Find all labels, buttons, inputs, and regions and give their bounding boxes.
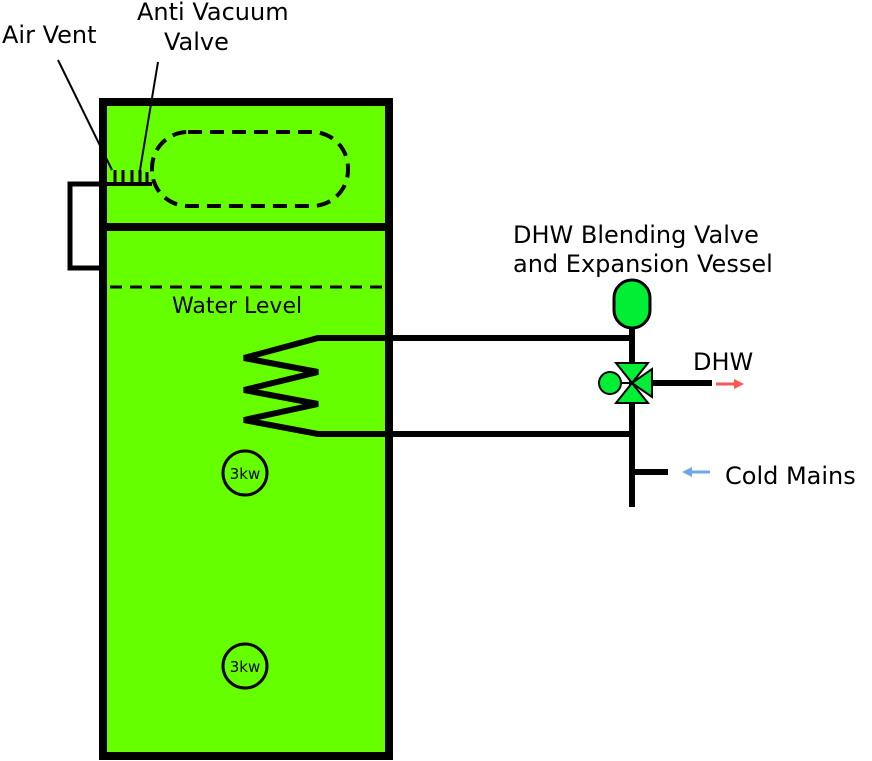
air-vent-valve — [113, 170, 125, 184]
dhw-label: DHW — [693, 348, 753, 376]
blending-valve-label-line2: and Expansion Vessel — [513, 250, 773, 278]
heater-element-top — [221, 449, 269, 497]
water-level-label: Water Level — [172, 294, 302, 319]
anti-vacuum-label-line2: Valve — [164, 28, 229, 56]
heater-bottom-label: 3kw — [230, 658, 261, 676]
blending-valve-label-line1: DHW Blending Valve — [513, 221, 759, 249]
heat-exchanger-coil — [243, 335, 630, 437]
cold-mains-label: Cold Mains — [725, 462, 856, 490]
anti-vacuum-leader — [139, 61, 159, 171]
tank-body — [99, 98, 393, 760]
dhw-arrow-icon — [716, 379, 744, 389]
cold-mains-arrow-icon — [682, 467, 710, 477]
overflow-pipe — [67, 181, 103, 271]
air-vent-label: Air Vent — [2, 21, 97, 49]
air-bubble — [150, 130, 350, 208]
heater-top-label: 3kw — [230, 465, 261, 483]
heater-element-bottom — [221, 642, 269, 690]
expansion-vessel — [612, 278, 652, 330]
blending-valve-icon — [598, 362, 653, 404]
air-vent-leader — [57, 59, 113, 171]
anti-vacuum-label-line1: Anti Vacuum — [137, 0, 289, 26]
